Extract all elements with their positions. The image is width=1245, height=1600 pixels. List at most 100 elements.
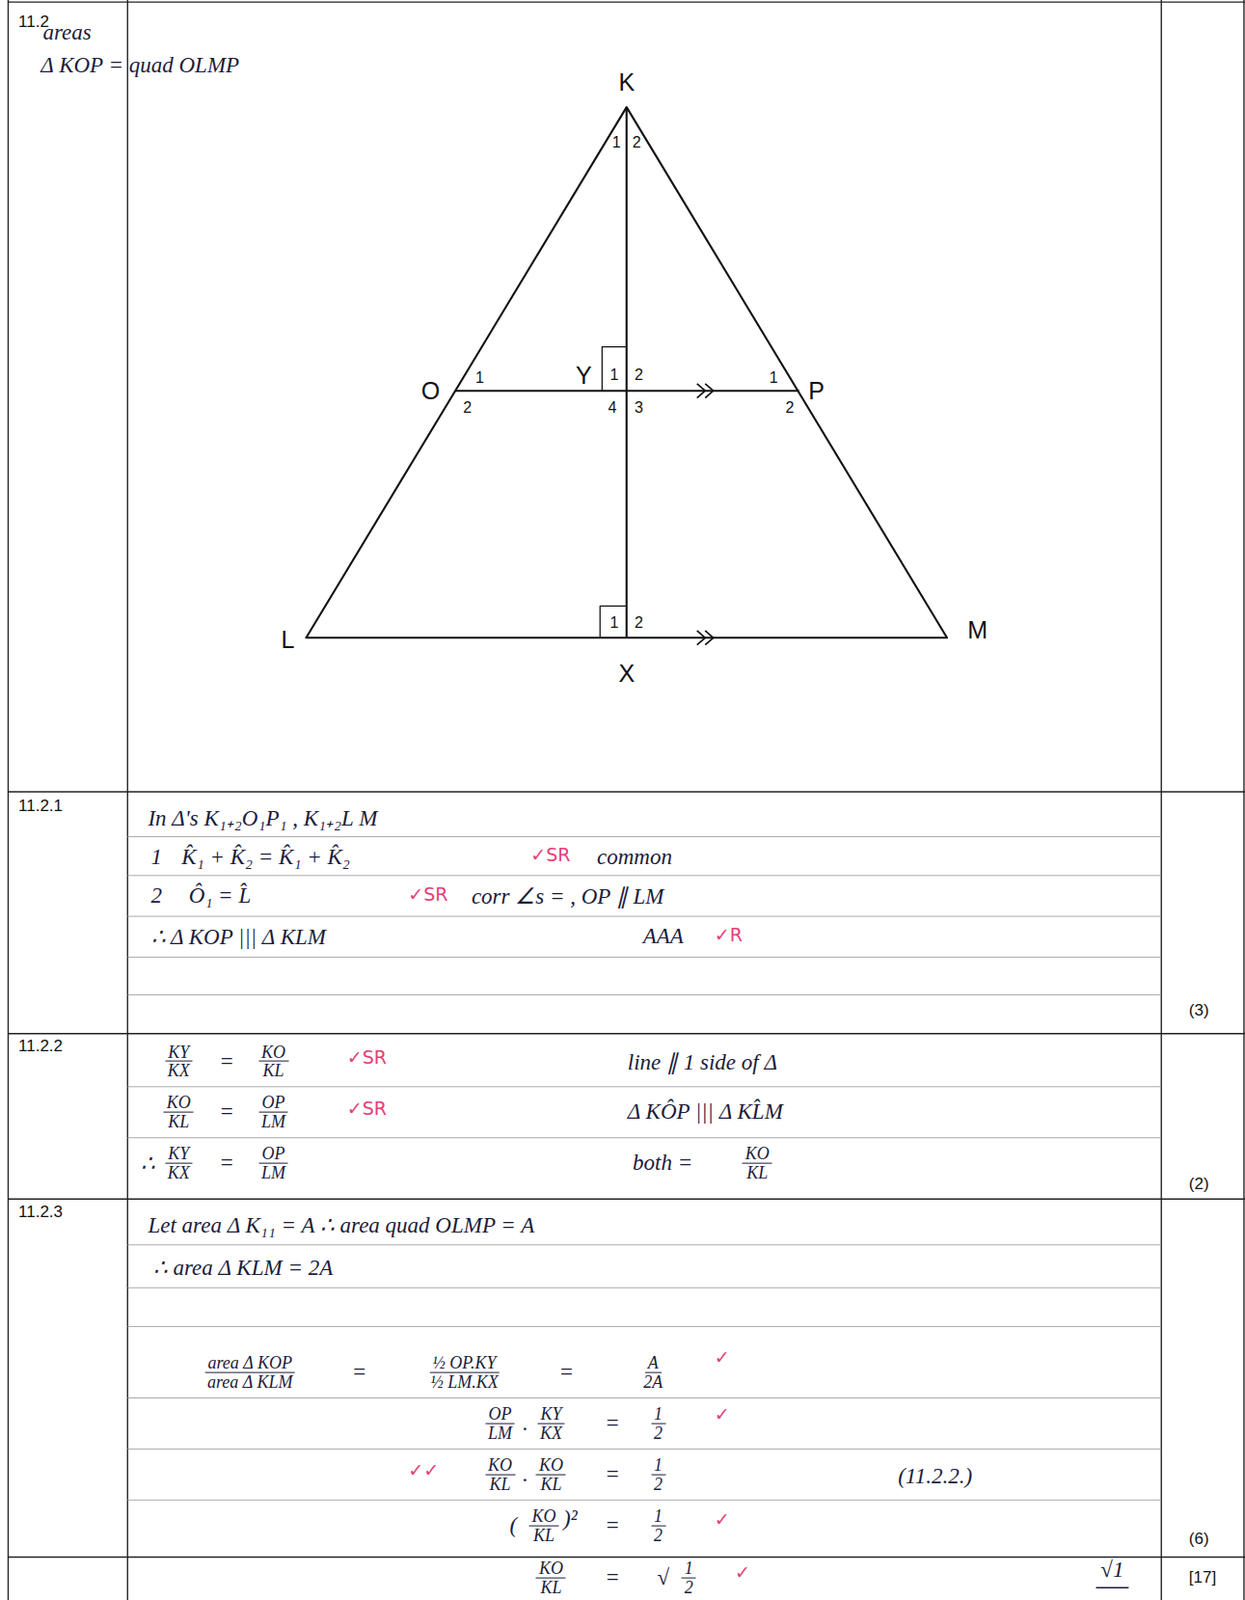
point-label-holder: L: [280, 625, 295, 654]
handwritten-text: √1: [1100, 1557, 1124, 1583]
handwritten-text: 1: [151, 844, 163, 870]
angle-number-holder: 1: [610, 614, 620, 632]
ruled-line: [127, 1287, 1162, 1289]
fraction-numerator: OP: [486, 1405, 515, 1425]
table-line: [7, 0, 1245, 2]
angle-number-holder: 1: [769, 369, 779, 387]
point-label: L: [280, 625, 295, 654]
handwritten-text: both =: [632, 1150, 693, 1176]
tick-mark-holder: ✓SR: [407, 883, 448, 905]
handwritten-text: K̂₁ + K̂₂ = K̂₁ + K̂₂: [181, 844, 350, 870]
fraction-numerator: 1: [650, 1405, 666, 1425]
fraction: area Δ KOParea Δ KLM: [204, 1353, 297, 1392]
ruled-line: [127, 956, 1162, 958]
fraction-numerator: KO: [258, 1042, 289, 1062]
angle-number: 3: [634, 399, 644, 417]
fraction-denominator: 2: [650, 1526, 666, 1545]
tick-mark-holder: ✓: [714, 1346, 731, 1368]
fraction-denominator: LM: [485, 1424, 515, 1443]
tick-mark: ✓: [734, 1561, 751, 1583]
fraction-denominator: KL: [260, 1061, 288, 1081]
fraction: 12: [650, 1405, 666, 1443]
angle-number-holder: 3: [634, 399, 644, 417]
point-label: O: [421, 377, 440, 406]
table-rules: [7, 0, 1245, 1600]
angle-number-holder: 4: [607, 399, 617, 417]
handwritten-text: =: [218, 1150, 235, 1176]
handwritten-text-holder: corr ∠s = , OP ∥ LM: [471, 883, 665, 910]
handwritten-text-holder: =: [559, 1359, 575, 1385]
handwritten-text-holder: Ô₁ = L̂: [189, 883, 251, 909]
fraction-numerator: 1: [650, 1507, 666, 1527]
question-number-holder: (6): [1189, 1529, 1210, 1549]
fraction-denominator: 2: [650, 1475, 666, 1494]
fraction-denominator: KX: [537, 1424, 566, 1443]
angle-number: 2: [634, 366, 644, 384]
handwritten-text: (: [509, 1513, 517, 1539]
handwritten-text-holder: ∴: [140, 1150, 156, 1177]
handwritten-text-holder: Δ KÔP ||| Δ KL̂M: [627, 1099, 784, 1125]
tick-mark-holder: ✓: [734, 1561, 751, 1583]
angle-number: 1: [610, 614, 620, 632]
handwritten-text-holder: Let area Δ K₁₁ = A ∴ area quad OLMP = A: [147, 1211, 535, 1238]
handwritten-text: .: [522, 1461, 529, 1488]
fraction-numerator: OP: [259, 1093, 289, 1113]
tick-mark: ✓: [714, 1346, 731, 1368]
fraction-denominator: LM: [258, 1112, 289, 1132]
fraction: KYKX: [537, 1405, 566, 1443]
fraction-denominator: KL: [743, 1163, 771, 1183]
question-number-holder: (3): [1189, 1001, 1210, 1021]
fraction-numerator: A: [645, 1353, 662, 1374]
handwritten-text: =: [218, 1049, 235, 1075]
tick-mark-holder: ✓: [714, 1403, 731, 1425]
handwritten-text: =: [218, 1099, 235, 1125]
fraction-denominator: ½ LM.KX: [427, 1373, 502, 1392]
question-number-holder: (2): [1189, 1174, 1210, 1194]
handwritten-text: corr ∠s = , OP ∥ LM: [471, 883, 665, 910]
handwritten-text-holder: =: [218, 1099, 235, 1125]
fraction: KOKL: [485, 1456, 515, 1494]
angle-number-holder: 1: [612, 134, 622, 152]
handwritten-text-holder: √: [657, 1565, 671, 1591]
handwritten-text: ∴: [140, 1150, 156, 1177]
angle-number-holder: 2: [785, 399, 795, 417]
question-number-holder: 11.2.3: [18, 1202, 63, 1222]
fraction-denominator: 2: [681, 1577, 697, 1597]
triangle-figure: [305, 107, 948, 646]
question-number: (6): [1189, 1529, 1210, 1549]
fraction: 12: [650, 1507, 666, 1545]
tick-mark-holder: ✓SR: [530, 843, 570, 866]
ruled-line: [127, 1326, 1162, 1327]
handwritten-text-holder: ∴ Δ KOP ||| Δ KLM: [151, 923, 326, 950]
point-label-holder: O: [421, 377, 440, 406]
parallel-mark: [697, 383, 714, 399]
table-line: [7, 0, 9, 1600]
handwritten-text: (11.2.2.): [897, 1463, 973, 1489]
handwritten-text: 2: [151, 883, 163, 909]
fraction-numerator: KY: [537, 1405, 565, 1425]
fraction-numerator: KO: [742, 1144, 773, 1164]
angle-number-holder: 2: [634, 366, 644, 384]
handwritten-text-holder: √1: [1100, 1557, 1124, 1583]
question-number: 11.2.2: [18, 1036, 63, 1056]
question-number-holder: 11.2.2: [18, 1036, 63, 1056]
ruled-line: [127, 994, 1162, 996]
handwritten-text-holder: 2: [151, 883, 163, 909]
fraction-numerator: KO: [485, 1456, 515, 1476]
ruled-line: [127, 1397, 1162, 1399]
handwritten-text-holder: =: [351, 1359, 368, 1385]
handwritten-text-holder: both =: [632, 1150, 693, 1176]
fraction-numerator: 1: [650, 1456, 666, 1476]
point-label-holder: P: [808, 377, 825, 406]
question-number-holder: [17]: [1189, 1568, 1217, 1588]
handwritten-text-holder: =: [218, 1150, 235, 1176]
handwritten-text: ∴ area Δ KLM = 2A: [153, 1254, 334, 1281]
handwritten-text: Let area Δ K₁₁ = A ∴ area quad OLMP = A: [147, 1211, 535, 1238]
triangle-klm: [305, 107, 948, 638]
fraction: KOKL: [536, 1559, 567, 1597]
handwritten-text-holder: areas: [42, 20, 91, 46]
angle-number: 1: [475, 369, 485, 387]
handwritten-text: =: [604, 1565, 621, 1591]
